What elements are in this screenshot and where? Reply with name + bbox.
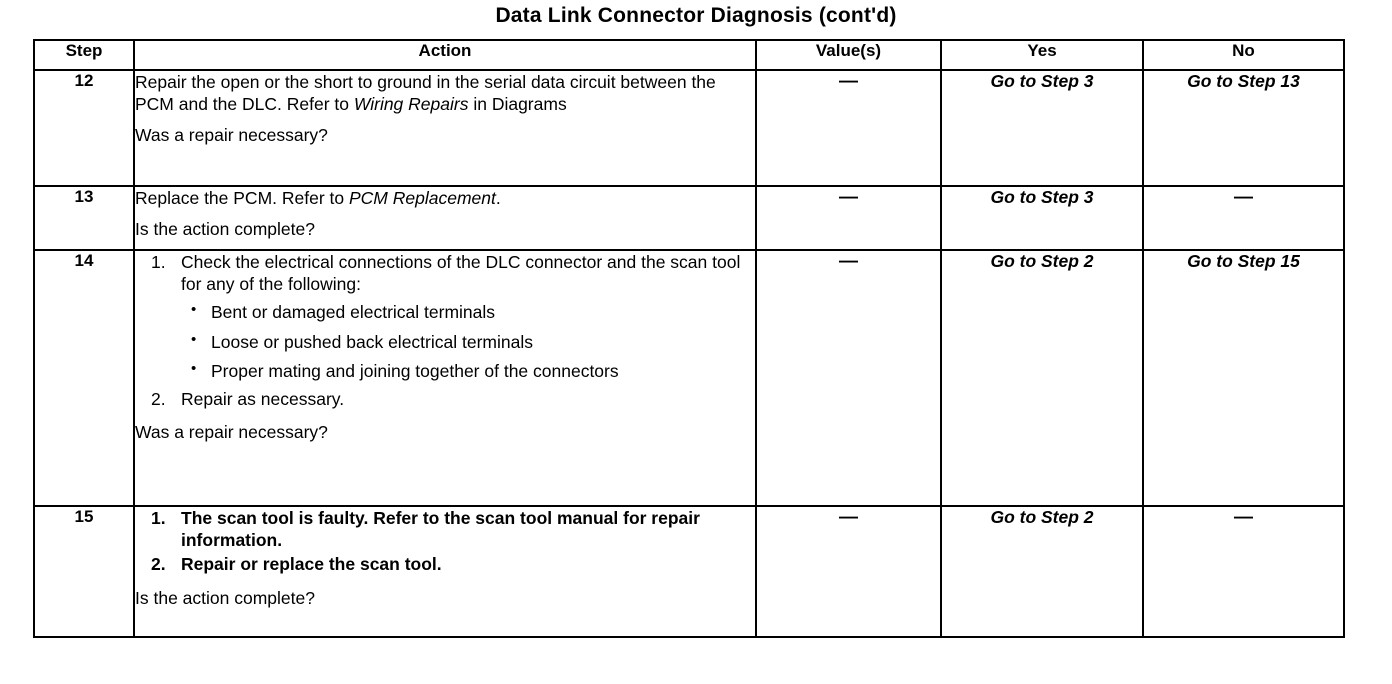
bullet-icon: • bbox=[191, 301, 197, 319]
list-item: 1. The scan tool is faulty. Refer to the… bbox=[135, 507, 755, 551]
action-cell: 1. Check the electrical connections of t… bbox=[133, 249, 757, 507]
list-item: • Bent or damaged electrical terminals bbox=[181, 301, 755, 323]
list-item-text: The scan tool is faulty. Refer to the sc… bbox=[181, 508, 700, 551]
action-paragraph: Repair the open or the short to ground i… bbox=[135, 71, 755, 115]
action-cell: Repair the open or the short to ground i… bbox=[133, 69, 757, 187]
dash-mark: — bbox=[839, 251, 858, 272]
list-item-number: 1. bbox=[151, 252, 166, 272]
list-item: 2. Repair or replace the scan tool. bbox=[135, 553, 755, 575]
dash-mark: — bbox=[1234, 507, 1253, 528]
column-header-step: Step bbox=[33, 39, 135, 71]
diagnostic-table: Step Action Value(s) Yes No 12 Repair th… bbox=[33, 39, 1345, 638]
action-paragraph: Replace the PCM. Refer to PCM Replacemen… bbox=[135, 187, 755, 209]
no-branch-cell: — bbox=[1142, 185, 1345, 251]
list-item-number: 2. bbox=[151, 389, 166, 410]
list-item-text: Repair or replace the scan tool. bbox=[181, 554, 442, 575]
yes-branch-cell: Go to Step 2 bbox=[940, 505, 1144, 638]
step-number: 15 bbox=[33, 505, 135, 638]
yes-branch-cell: Go to Step 3 bbox=[940, 69, 1144, 187]
yes-branch-cell: Go to Step 2 bbox=[940, 249, 1144, 507]
list-item-text: Check the electrical connections of the … bbox=[181, 252, 741, 295]
list-item: • Loose or pushed back electrical termin… bbox=[181, 331, 755, 353]
list-item-text: Repair as necessary. bbox=[181, 389, 345, 410]
list-item-text: Proper mating and joining together of th… bbox=[211, 360, 619, 381]
action-text-plain: Replace the PCM. Refer to bbox=[135, 188, 349, 208]
dash-mark: — bbox=[1234, 187, 1253, 208]
no-branch-cell: Go to Step 13 bbox=[1142, 69, 1345, 187]
dash-mark: — bbox=[839, 507, 858, 528]
action-text-plain-tail: in Diagrams bbox=[468, 94, 567, 115]
action-question: Is the action complete? bbox=[135, 219, 315, 240]
table-row: 15 1. The scan tool is faulty. Refer to … bbox=[33, 505, 1345, 638]
list-item: • Proper mating and joining together of … bbox=[181, 360, 755, 382]
action-numbered-list: 1. The scan tool is faulty. Refer to the… bbox=[135, 507, 755, 578]
action-text-italic: PCM Replacement bbox=[348, 188, 496, 208]
table-row: 13 Replace the PCM. Refer to PCM Replace… bbox=[33, 185, 1345, 251]
action-bullet-list: • Bent or damaged electrical terminals •… bbox=[181, 301, 755, 382]
action-text-plain-tail: . bbox=[495, 188, 501, 208]
list-item-number: 2. bbox=[151, 554, 166, 575]
action-question: Is the action complete? bbox=[135, 587, 315, 608]
list-item: 2. Repair as necessary. bbox=[135, 388, 755, 410]
yes-branch-cell: Go to Step 3 bbox=[940, 185, 1144, 251]
dash-mark: — bbox=[839, 71, 858, 92]
column-header-action: Action bbox=[133, 39, 757, 71]
list-item: 1. Check the electrical connections of t… bbox=[135, 251, 755, 382]
bullet-icon: • bbox=[191, 359, 197, 377]
action-question: Was a repair necessary? bbox=[135, 125, 328, 146]
value-cell: — bbox=[755, 505, 942, 638]
value-cell: — bbox=[755, 69, 942, 187]
step-number: 12 bbox=[33, 69, 135, 187]
step-number: 13 bbox=[33, 185, 135, 251]
page-title: Data Link Connector Diagnosis (cont'd) bbox=[495, 4, 897, 27]
value-cell: — bbox=[755, 185, 942, 251]
table-row: 12 Repair the open or the short to groun… bbox=[33, 69, 1345, 187]
list-item-number: 1. bbox=[151, 508, 166, 528]
list-item-text: Loose or pushed back electrical terminal… bbox=[211, 331, 533, 352]
column-header-yes: Yes bbox=[940, 39, 1144, 71]
no-branch-cell: Go to Step 15 bbox=[1142, 249, 1345, 507]
dash-mark: — bbox=[839, 187, 858, 208]
no-branch-cell: — bbox=[1142, 505, 1345, 638]
action-cell: Replace the PCM. Refer to PCM Replacemen… bbox=[133, 185, 757, 251]
column-header-value: Value(s) bbox=[755, 39, 942, 71]
table-row: 14 1. Check the electrical connections o… bbox=[33, 249, 1345, 507]
action-cell: 1. The scan tool is faulty. Refer to the… bbox=[133, 505, 757, 638]
table-header-row: Step Action Value(s) Yes No bbox=[33, 39, 1345, 71]
action-question: Was a repair necessary? bbox=[135, 422, 328, 443]
value-cell: — bbox=[755, 249, 942, 507]
action-text-plain: Repair the open or the short to ground i… bbox=[135, 72, 716, 115]
step-number: 14 bbox=[33, 249, 135, 507]
list-item-text: Bent or damaged electrical terminals bbox=[211, 302, 496, 323]
action-text-italic: Wiring Repairs bbox=[353, 94, 469, 115]
bullet-icon: • bbox=[191, 330, 197, 348]
column-header-no: No bbox=[1142, 39, 1345, 71]
action-numbered-list: 1. Check the electrical connections of t… bbox=[135, 251, 755, 412]
